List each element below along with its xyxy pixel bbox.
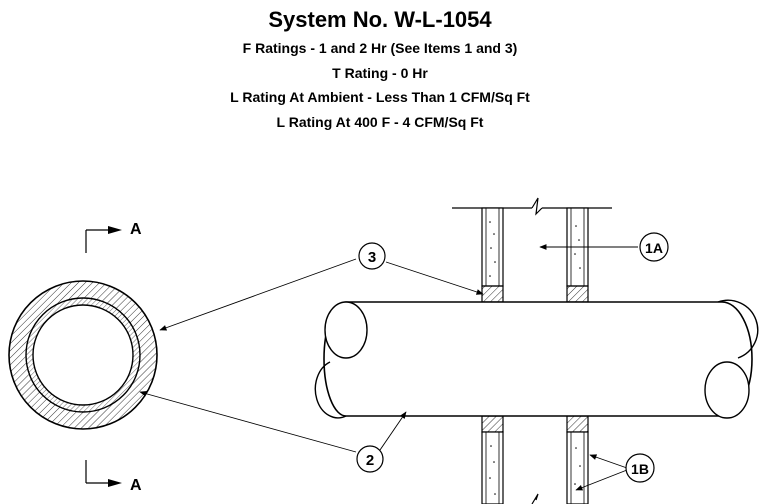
system-title: System No. W-L-1054 [268,7,492,32]
wall-lower [481,415,589,504]
callout-2: 2 [356,445,384,473]
leader-lines [139,244,638,491]
section-label-top: A [130,221,142,238]
callout-3: 3 [358,242,386,270]
f-ratings-line: F Ratings - 1 and 2 Hr (See Items 1 and … [242,40,518,56]
l-rating-400f-line: L Rating At 400 F - 4 CFM/Sq Ft [276,114,484,130]
t-rating-line: T Rating - 0 Hr [332,65,428,81]
section-label-bottom: A [130,477,142,494]
callout-3-label: 3 [368,249,376,266]
callout-2-label: 2 [366,452,374,469]
callout-1a: 1A [639,232,669,262]
callout-1b: 1B [625,453,655,483]
section-marker-top: A [85,221,142,253]
callout-1b-label: 1B [631,461,649,477]
pipe-elevation [314,299,759,419]
l-rating-ambient-line: L Rating At Ambient - Less Than 1 CFM/Sq… [230,89,530,105]
wall-upper [452,197,612,303]
callout-1a-label: 1A [645,240,663,256]
pipe-cross-section [8,280,158,430]
section-marker-bottom: A [85,460,142,494]
